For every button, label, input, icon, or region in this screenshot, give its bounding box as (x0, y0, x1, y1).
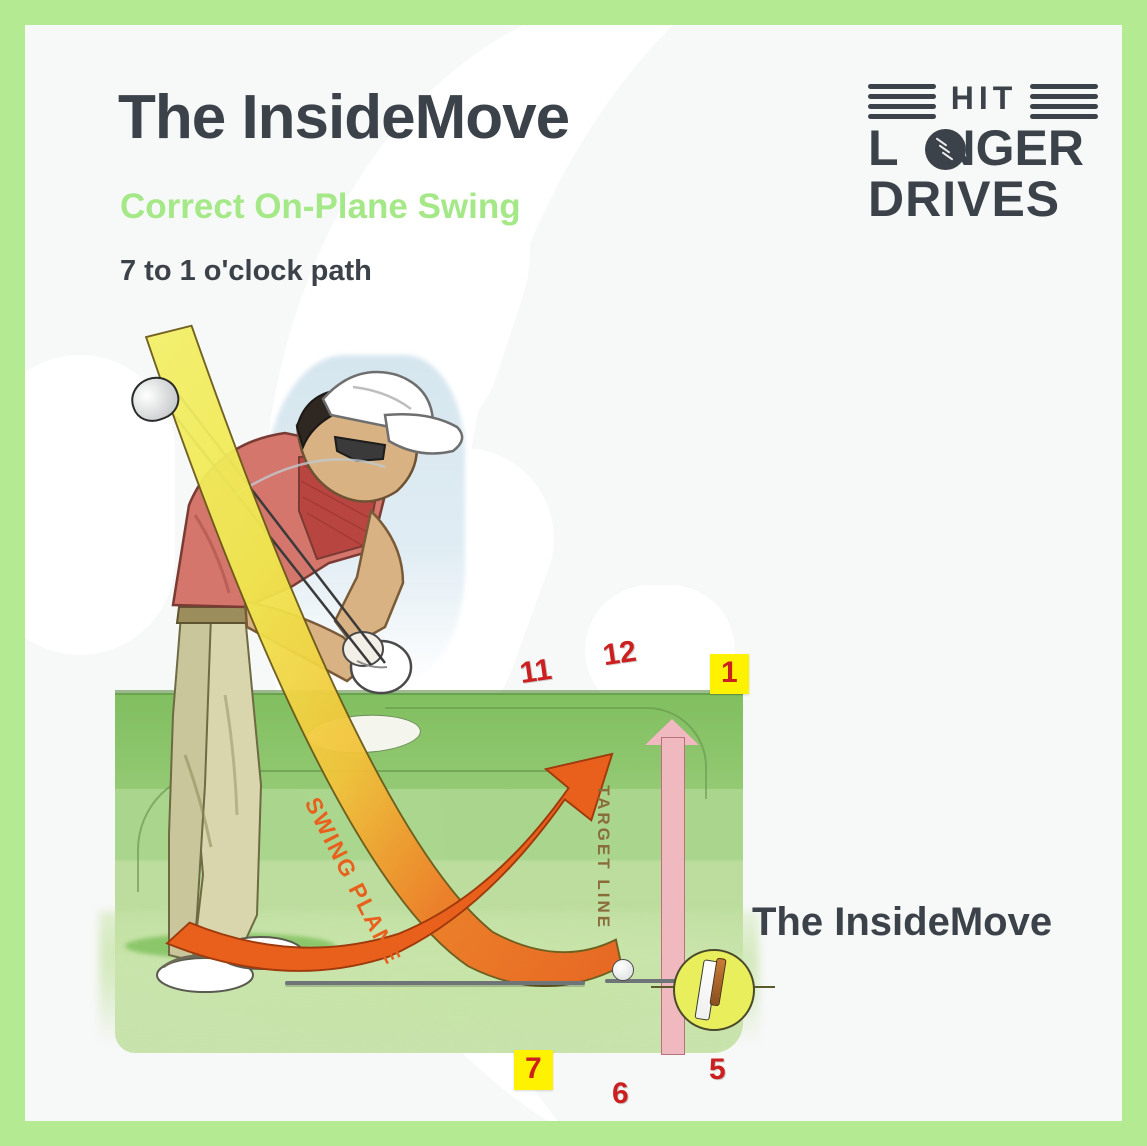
clock-number-7-highlight: 7 (514, 1050, 553, 1090)
golf-ball-icon (925, 129, 966, 170)
page-subtitle: Correct On-Plane Swing (120, 187, 521, 226)
swing-plane-band (144, 324, 623, 987)
clock-number-6: 6 (612, 1077, 629, 1110)
logo-top-row: HIT (868, 80, 1098, 122)
logo-lines-right-icon (1030, 84, 1098, 119)
clubface-inset-diagram (673, 949, 755, 1031)
logo-longer-l: L (868, 120, 899, 176)
clock-number-1-highlight: 1 (710, 654, 749, 694)
clock-number-12: 12 (600, 634, 639, 673)
alignment-rod-right (605, 979, 685, 983)
logo-drives-text: DRIVES (868, 171, 1061, 227)
golfer-figure (156, 370, 464, 993)
swing-illustration: SWING PLANE TARGET LINE (85, 315, 805, 1075)
page-tagline: 7 to 1 o'clock path (120, 255, 372, 287)
poster-frame: The InsideMove Correct On-Plane Swing 7 … (25, 25, 1122, 1121)
horizon-line (115, 690, 743, 695)
target-line-label: TARGET LINE (594, 785, 613, 931)
logo-lines-left-icon (868, 84, 936, 119)
page-title: The InsideMove (118, 83, 570, 152)
logo-hit-text: HIT (950, 80, 1018, 116)
footer-caption: The InsideMove (752, 900, 1053, 944)
clock-number-5: 5 (709, 1053, 726, 1086)
clock-number-11: 11 (517, 652, 554, 691)
alignment-rod-left (285, 981, 585, 985)
golf-ball-at-impact (612, 959, 634, 981)
